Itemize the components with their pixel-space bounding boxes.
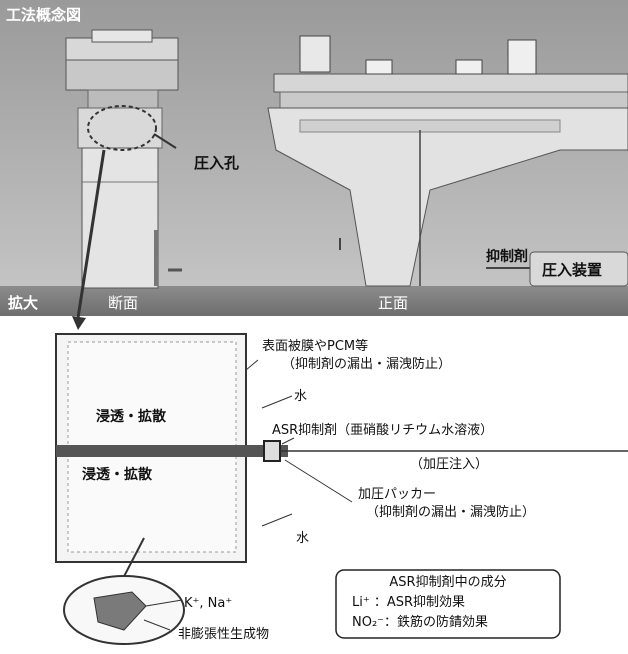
nitrite-effect: NO₂⁻：鉄筋の防錆効果 xyxy=(352,615,489,630)
packer-label: 加圧パッカー xyxy=(358,487,437,502)
front-label: 正面 xyxy=(378,294,409,312)
expand-label: 拡大 xyxy=(8,294,39,312)
water-bottom-label: 水 xyxy=(296,531,310,546)
diagram-title: 工法概念図 xyxy=(6,6,82,24)
diffusion-top-label: 浸透・拡散 xyxy=(96,409,166,425)
components-title: ASR抑制剤中の成分 xyxy=(389,575,507,590)
pressure-injection-label: （加圧注入） xyxy=(410,457,489,472)
suppressant-label: 抑制剤 xyxy=(486,249,528,265)
ions-label: K⁺, Na⁺ xyxy=(184,596,233,611)
lithium-effect: Li⁺ ：ASR抑制効果 xyxy=(352,595,466,610)
non-expansive-product-label: 非膨張性生成物 xyxy=(178,627,270,642)
pressure-packer xyxy=(263,440,281,462)
asr-agent-label: ASR抑制剤（亜硝酸リチウム水溶液） xyxy=(272,423,494,438)
packer-note: （抑制剤の漏出・漏洩防止） xyxy=(366,505,536,520)
coating-label: 表面被膜やPCM等 xyxy=(262,339,369,354)
detail-illustration xyxy=(55,333,628,645)
components-box xyxy=(335,569,561,639)
water-top-label: 水 xyxy=(294,389,308,404)
injection-pipe xyxy=(56,445,288,457)
section-label: 断面 xyxy=(108,294,139,312)
coating-note: （抑制剤の漏出・漏洩防止） xyxy=(282,357,452,372)
injection-device-label: 圧入装置 xyxy=(542,261,603,279)
ground xyxy=(0,286,628,316)
injection-hole-label: 圧入孔 xyxy=(194,154,240,172)
front-view xyxy=(267,35,628,287)
concept-illustration xyxy=(0,0,628,330)
diffusion-bottom-label: 浸透・拡散 xyxy=(82,467,152,483)
section-view xyxy=(65,29,182,330)
